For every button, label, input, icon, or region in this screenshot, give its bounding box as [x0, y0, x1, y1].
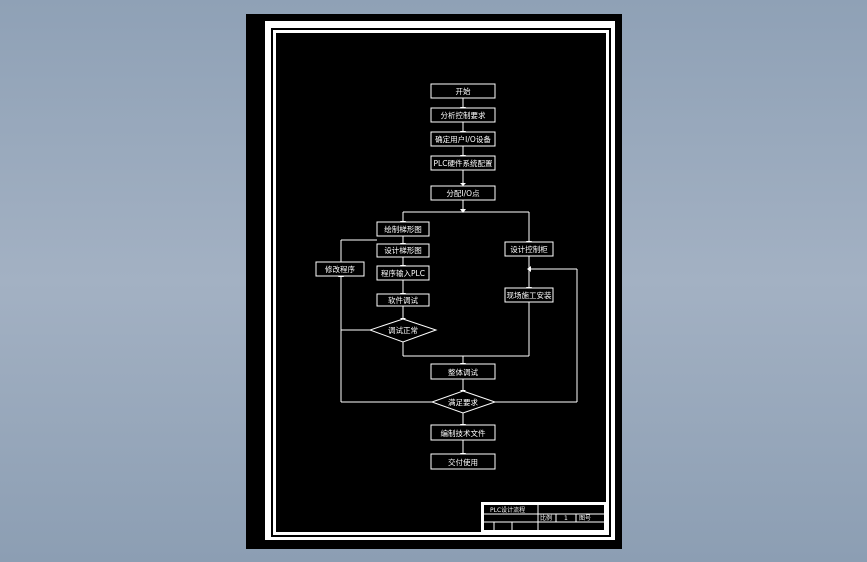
- title-block-cell-scale: 比例: [540, 514, 552, 522]
- node-start: 开始: [430, 83, 496, 99]
- node-start-label: 开始: [456, 86, 471, 96]
- node-use-label: 交付使用: [448, 457, 478, 467]
- title-block: PLC设计流程 比例 1 图号: [481, 502, 607, 533]
- node-sim: 软件调试: [376, 293, 430, 307]
- node-meet-label: 满足要求: [448, 397, 478, 407]
- node-joint: 整体调试: [430, 363, 496, 380]
- flowchart-diagram: 开始 分析控制要求 确定用户I/O设备 PLC硬件系统配置 分配I/O点 绘制梯…: [265, 21, 615, 540]
- node-plc: PLC硬件系统配置: [430, 155, 496, 171]
- connectors: [340, 98, 578, 454]
- node-plc-label: PLC硬件系统配置: [434, 158, 493, 168]
- node-meet: 满足要求: [430, 390, 497, 414]
- node-analyze: 分析控制要求: [430, 107, 496, 123]
- node-joint-label: 整体调试: [448, 367, 478, 377]
- node-use: 交付使用: [430, 453, 496, 470]
- node-ladder: 绘制梯形图: [376, 221, 430, 237]
- title-block-name: PLC设计流程: [490, 506, 525, 514]
- node-input: 程序输入PLC: [376, 265, 430, 281]
- node-install-label: 现场施工安装: [507, 290, 552, 300]
- node-io-label: 确定用户I/O设备: [435, 134, 491, 144]
- node-input-label: 程序输入PLC: [381, 268, 425, 278]
- node-assign-label: 分配I/O点: [446, 189, 480, 198]
- node-io: 确定用户I/O设备: [430, 131, 496, 147]
- title-block-cell-drawing-no: 图号: [579, 515, 591, 522]
- node-modify: 修改程序: [315, 261, 365, 277]
- title-block-cell-value: 1: [564, 515, 568, 522]
- node-program: 设计梯形图: [376, 243, 430, 258]
- node-assign: 分配I/O点: [430, 185, 496, 201]
- node-ladder-label: 绘制梯形图: [384, 224, 422, 234]
- node-modify-label: 修改程序: [325, 264, 355, 274]
- drawing-sheet: 开始 分析控制要求 确定用户I/O设备 PLC硬件系统配置 分配I/O点 绘制梯…: [246, 14, 622, 549]
- node-cabinet-label: 设计控制柜: [510, 244, 548, 254]
- node-sim-label: 软件调试: [388, 295, 418, 305]
- node-debug-ok-label: 调试正常: [388, 325, 418, 335]
- node-debug-ok: 调试正常: [368, 318, 438, 343]
- node-install: 现场施工安装: [504, 287, 554, 303]
- node-docs-label: 编制技术文件: [441, 428, 486, 438]
- node-analyze-label: 分析控制要求: [441, 110, 486, 120]
- node-cabinet: 设计控制柜: [504, 241, 554, 257]
- node-docs: 编制技术文件: [430, 424, 496, 441]
- node-program-label: 设计梯形图: [384, 245, 422, 255]
